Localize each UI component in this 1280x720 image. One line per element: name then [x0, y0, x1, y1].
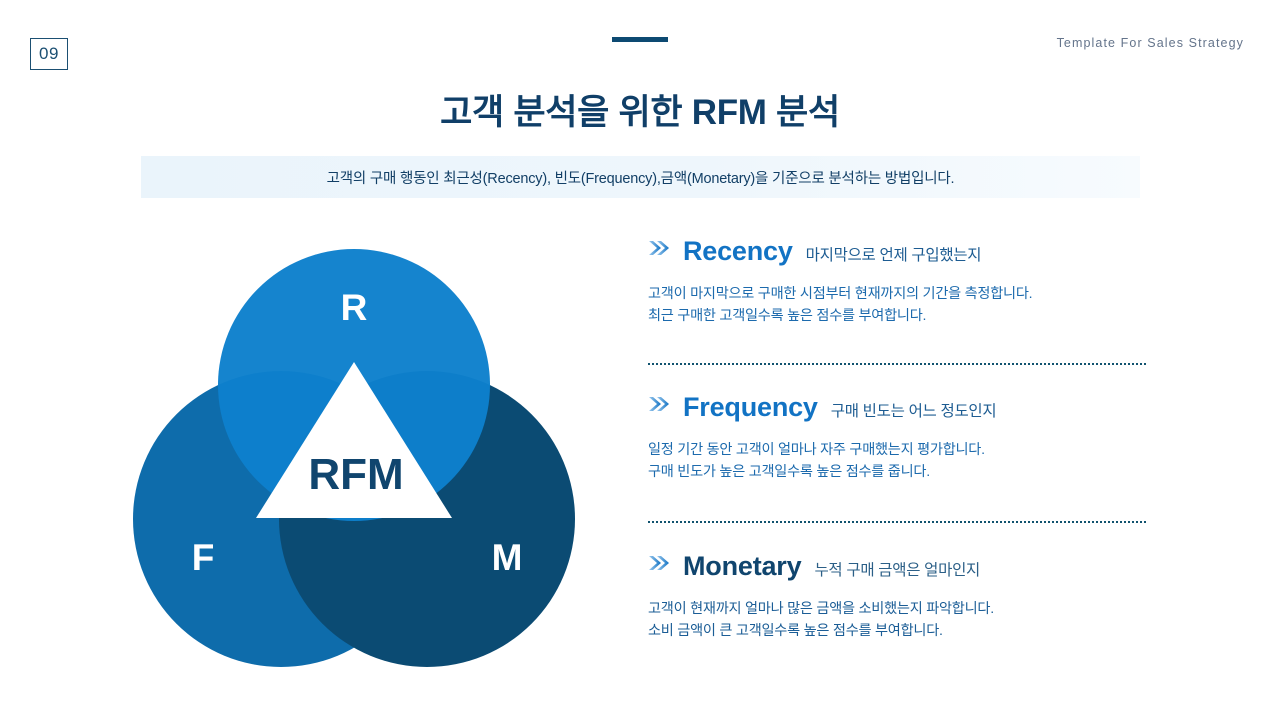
section-recency-body-line1: 고객이 마지막으로 구매한 시점부터 현재까지의 기간을 측정합니다. [648, 286, 1033, 302]
section-monetary-body-line2: 소비 금액이 큰 고객일수록 높은 점수를 부여합니다. [648, 623, 943, 640]
page-number-badge: 09 [30, 38, 68, 70]
subtitle-banner: 고객의 구매 행동인 최근성(Recency), 빈도(Frequency),금… [141, 156, 1140, 198]
section-monetary-subtitle: 누적 구매 금액은 얼마인지 [814, 562, 981, 579]
section-recency-title: Recency [683, 236, 793, 266]
section-recency-header: Recency 마지막으로 언제 구입했는지 [648, 236, 1148, 267]
page-title: 고객 분석을 위한 RFM 분석 [440, 93, 840, 132]
section-monetary-body: 고객이 현재까지 얼마나 많은 금액을 소비했는지 파악합니다. 소비 금액이 … [648, 598, 1148, 643]
section-recency-subtitle: 마지막으로 언제 구입했는지 [805, 247, 982, 264]
section-divider-2 [648, 521, 1146, 523]
top-accent-bar [612, 37, 668, 42]
subtitle-banner-text: 고객의 구매 행동인 최근성(Recency), 빈도(Frequency),금… [326, 170, 955, 187]
section-frequency: Frequency 구매 빈도는 어느 정도인지 일정 기간 동안 고객이 얼마… [648, 392, 1148, 484]
page-number-label: 09 [39, 44, 59, 63]
rfm-venn-diagram: R F M RFM [128, 222, 588, 672]
recency-circle-label: R [341, 287, 368, 328]
section-recency-body: 고객이 마지막으로 구매한 시점부터 현재까지의 기간을 측정합니다. 최근 구… [648, 283, 1148, 328]
section-monetary: Monetary 누적 구매 금액은 얼마인지 고객이 현재까지 얼마나 많은 … [648, 551, 1148, 643]
center-triangle [256, 362, 452, 518]
section-recency: Recency 마지막으로 언제 구입했는지 고객이 마지막으로 구매한 시점부… [648, 236, 1148, 328]
section-frequency-subtitle: 구매 빈도는 어느 정도인지 [830, 403, 997, 420]
double-chevron-right-icon [648, 554, 670, 572]
section-frequency-body-line1: 일정 기간 동안 고객이 얼마나 자주 구매했는지 평가합니다. [648, 442, 985, 458]
section-frequency-header: Frequency 구매 빈도는 어느 정도인지 [648, 392, 1148, 423]
section-monetary-body-line1: 고객이 현재까지 얼마나 많은 금액을 소비했는지 파악합니다. [648, 601, 994, 617]
double-chevron-right-icon [648, 395, 670, 413]
section-frequency-body-line2: 구매 빈도가 높은 고객일수록 높은 점수를 줍니다. [648, 464, 930, 481]
venn-center-label: RFM [308, 450, 403, 499]
section-frequency-title: Frequency [683, 392, 818, 422]
double-chevron-right-icon [648, 239, 670, 257]
section-recency-body-line2: 최근 구매한 고객일수록 높은 점수를 부여합니다. [648, 308, 927, 325]
section-frequency-body: 일정 기간 동안 고객이 얼마나 자주 구매했는지 평가합니다. 구매 빈도가 … [648, 439, 1148, 484]
section-monetary-header: Monetary 누적 구매 금액은 얼마인지 [648, 551, 1148, 582]
monetary-circle-label: M [492, 537, 523, 578]
frequency-circle-label: F [192, 537, 215, 578]
section-monetary-title: Monetary [683, 551, 802, 581]
section-divider-1 [648, 363, 1146, 365]
header-tagline: Template For Sales Strategy [1056, 36, 1244, 50]
